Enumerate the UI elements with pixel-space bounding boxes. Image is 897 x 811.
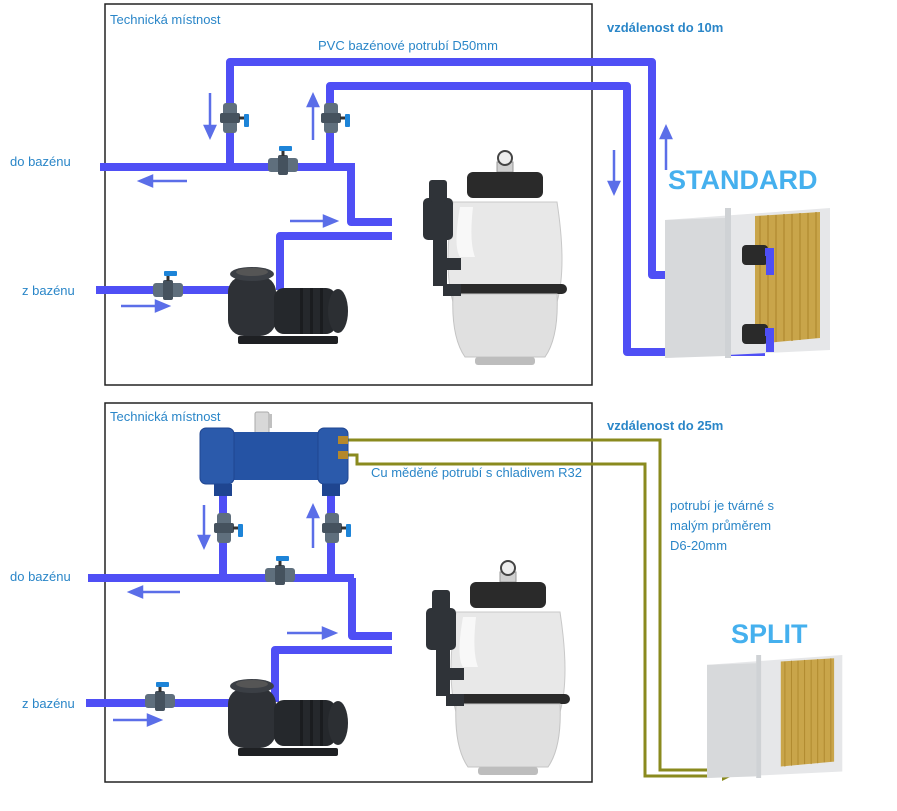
from-pool-label: z bazénu (22, 696, 75, 711)
unit-connector-top (742, 245, 774, 275)
technical-room-label: Technická místnost (110, 12, 221, 27)
arrow-up (306, 91, 320, 140)
arrow-up (659, 123, 673, 170)
flow-arrows (113, 502, 339, 727)
pump-icon (228, 679, 348, 756)
copper-line-outer (342, 438, 727, 772)
split-section: Technická místnost vzdálenost do 25m Cu … (10, 402, 843, 783)
distance-label: vzdálenost do 10m (607, 20, 723, 35)
heat-exchanger-icon (199, 411, 349, 496)
arrow-left (126, 585, 180, 599)
standard-section: Technická místnost PVC bazénové potrubí … (10, 3, 831, 386)
to-pool-label: do bazénu (10, 569, 71, 584)
arrow-down (607, 150, 621, 197)
pvc-pipe-label: PVC bazénové potrubí D50mm (318, 38, 498, 53)
note-line-3: D6-20mm (670, 538, 727, 553)
ball-valve-icon[interactable] (214, 513, 243, 543)
ball-valve-icon[interactable] (268, 146, 298, 175)
pipe-filter-out (347, 167, 392, 226)
copper-line-inner (342, 453, 727, 778)
pipe-filter-out (348, 578, 392, 640)
technical-room-box (104, 402, 593, 783)
heat-pump-title: STANDARD (668, 165, 818, 195)
pipe-pump-to-filter (276, 232, 392, 290)
ball-valve-icon[interactable] (145, 682, 175, 711)
note-line-1: potrubí je tvárné s (670, 498, 775, 513)
distance-label: vzdálenost do 25m (607, 418, 723, 433)
arrow-right (290, 214, 340, 228)
ball-valve-icon[interactable] (321, 103, 350, 133)
ball-valve-icon[interactable] (322, 513, 351, 543)
arrow-left (136, 174, 187, 188)
note-line-2: malým průměrem (670, 518, 771, 533)
technical-room-label: Technická místnost (110, 409, 221, 424)
filter-tank-icon (422, 150, 568, 366)
arrow-right (121, 299, 172, 313)
heat-pump-title: SPLIT (731, 619, 808, 649)
arrow-down (197, 505, 211, 551)
technical-room-box (104, 3, 593, 386)
filter-tank-icon (425, 560, 571, 776)
to-pool-label: do bazénu (10, 154, 71, 169)
arrow-down (203, 93, 217, 141)
ball-valve-icon[interactable] (265, 556, 295, 585)
ball-valve-icon[interactable] (220, 103, 249, 133)
copper-pipe-label: Cu měděné potrubí s chladivem R32 (371, 465, 582, 480)
unit-connector-bottom (742, 324, 774, 352)
arrow-right (113, 713, 164, 727)
from-pool-label: z bazénu (22, 283, 75, 298)
ball-valve-icon[interactable] (153, 271, 183, 300)
pipe-pump-to-filter (271, 646, 392, 702)
arrow-up (306, 502, 320, 548)
heat-pump-unit-icon (706, 654, 843, 779)
pump-icon (228, 267, 348, 344)
arrow-right (287, 626, 339, 640)
flow-arrows (121, 91, 673, 313)
